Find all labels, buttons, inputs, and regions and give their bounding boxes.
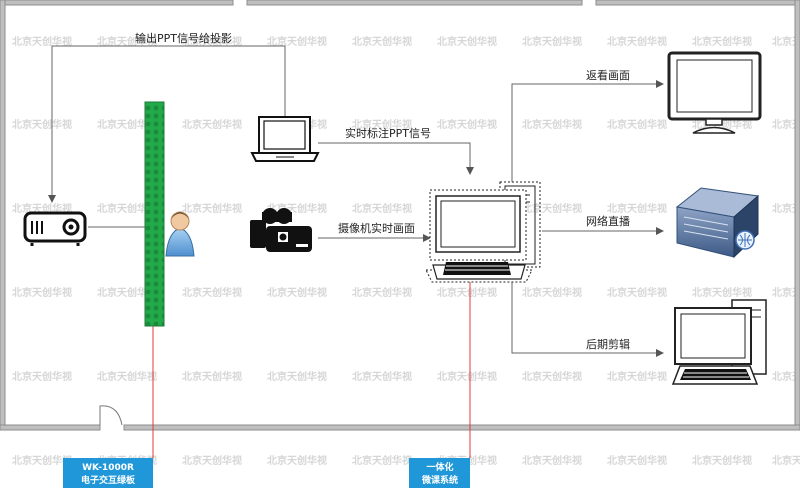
editing-computer-icon [671,299,767,385]
all-in-one-system-icon [425,181,541,283]
presenter-icon [165,211,195,257]
watermark-text: 北京天创华视 [692,35,752,48]
watermark-text: 北京天创华视 [12,454,72,467]
video-camera-icon [250,208,312,252]
watermark-text: 北京天创华视 [182,118,242,131]
watermark-text: 北京天创华视 [352,202,412,215]
watermark-text: 北京天创华视 [437,118,497,131]
watermark-text: 北京天创华视 [352,370,412,383]
streaming-server-icon [675,187,760,259]
watermark-text: 北京天创华视 [692,286,752,299]
watermark-text: 北京天创华视 [182,370,242,383]
watermark-text: 北京天创华视 [97,286,157,299]
door-icon [99,405,123,426]
green-board-icon [144,101,165,327]
watermark-text: 北京天创华视 [772,370,800,383]
watermark-text: 北京天创华视 [352,454,412,467]
watermark-text: 北京天创华视 [772,118,800,131]
watermark-text: 北京天创华视 [772,286,800,299]
watermark-text: 北京天创华视 [267,35,327,48]
monitor-icon [667,51,762,134]
watermark-text: 北京天创华视 [267,370,327,383]
watermark-text: 北京天创华视 [607,286,667,299]
connectors [48,45,664,357]
board-callout: WK-1000R 电子交互绿板 [63,458,153,488]
label-ppt-to-projector: 输出PPT信号给投影 [135,31,232,45]
watermark-text: 北京天创华视 [12,118,72,131]
projector-icon [23,211,87,246]
watermark-text: 北京天创华视 [182,286,242,299]
watermark-text: 北京天创华视 [267,454,327,467]
watermark-text: 北京天创华视 [97,202,157,215]
watermark-text: 北京天创华视 [12,370,72,383]
watermark-text: 北京天创华视 [97,35,157,48]
watermark-text: 北京天创华视 [182,202,242,215]
watermark-text: 北京天创华视 [437,35,497,48]
watermark-text: 北京天创华视 [522,202,582,215]
board-model-label: WK-1000R [82,463,134,473]
watermark-text: 北京天创华视 [772,454,800,467]
watermark-text: 北京天创华视 [352,286,412,299]
label-camera-feed: 摄像机实时画面 [338,221,415,235]
watermark-text: 北京天创华视 [12,286,72,299]
system-line2-label: 微课系统 [421,474,458,486]
system-line1-label: 一体化 [426,461,453,473]
watermark-text: 北京天创华视 [772,35,800,48]
watermark-text: 北京天创华视 [267,286,327,299]
watermark-text: 北京天创华视 [772,202,800,215]
laptop-icon [250,116,320,162]
watermark-text: 北京天创华视 [522,286,582,299]
watermark-text: 北京天创华视 [607,118,667,131]
watermark-text: 北京天创华视 [437,370,497,383]
watermark-text: 北京天创华视 [437,286,497,299]
watermark-text: 北京天创华视 [607,202,667,215]
watermark-text: 北京天创华视 [522,118,582,131]
watermark-text: 北京天创华视 [97,118,157,131]
watermark-text: 北京天创华视 [97,370,157,383]
label-realtime-ppt: 实时标注PPT信号 [345,126,431,140]
watermark-text: 北京天创华视 [352,118,412,131]
label-post-edit: 后期剪辑 [586,337,630,351]
watermark-text: 北京天创华视 [12,35,72,48]
label-live-stream: 网络直播 [586,214,630,228]
watermark-text: 北京天创华视 [692,454,752,467]
watermark-text: 北京天创华视 [607,370,667,383]
watermark-text: 北京天创华视 [522,35,582,48]
watermark-text: 北京天创华视 [522,454,582,467]
watermark-text: 北京天创华视 [522,370,582,383]
system-callout: 一体化 微课系统 [409,458,470,488]
room-outline [0,0,800,431]
label-playback: 返看画面 [586,68,630,82]
board-name-label: 电子交互绿板 [81,474,136,486]
watermark-text: 北京天创华视 [182,35,242,48]
watermark-text: 北京天创华视 [352,35,412,48]
watermark-text: 北京天创华视 [607,454,667,467]
watermark-text: 北京天创华视 [607,35,667,48]
watermark-text: 北京天创华视 [182,454,242,467]
